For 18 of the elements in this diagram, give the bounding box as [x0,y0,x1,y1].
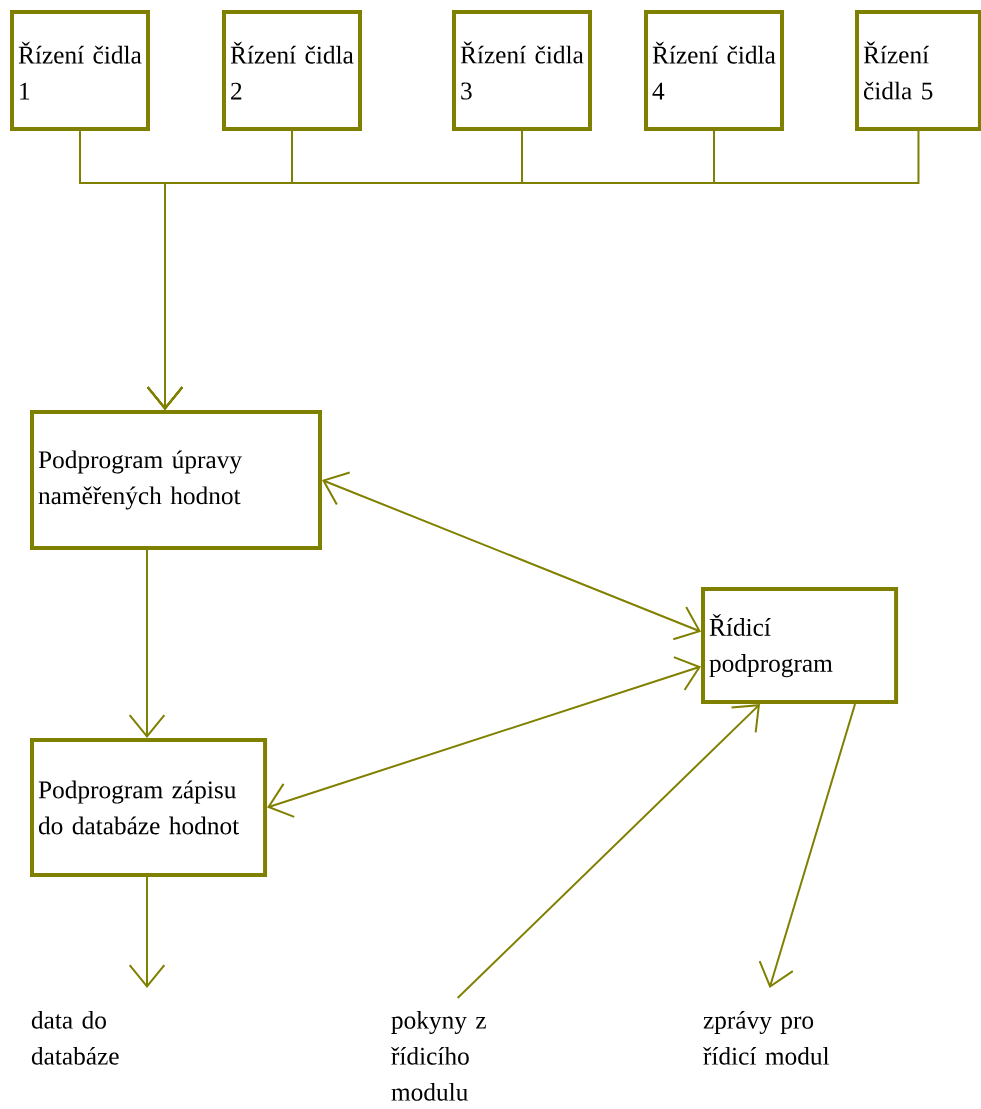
arrow [758,703,856,988]
process-box: Podprogram úpravy naměřených hodnot [30,410,322,550]
arrow [146,130,920,410]
process-box: Podprogram zápisu do databáze hodnot [30,738,268,877]
arrow [322,471,701,641]
arrow [267,656,701,818]
process-box: Řízení čidla 1 [10,10,150,132]
io-label: data do databáze [31,1010,119,1065]
process-box: Řídicí podprogram [701,587,899,705]
arrow [128,875,166,988]
process-box: Řízení čidla 3 [452,10,592,132]
process-box: Řízení čidla 5 [855,10,981,132]
process-box: Řízení čidla 4 [644,10,784,132]
arrow [456,704,760,999]
io-label: pokyny z řídicího modulu [391,1010,486,1101]
process-box: Řízení čidla 2 [222,10,362,132]
io-label: zprávy pro řídicí modul [703,1010,830,1065]
arrow [128,549,166,738]
